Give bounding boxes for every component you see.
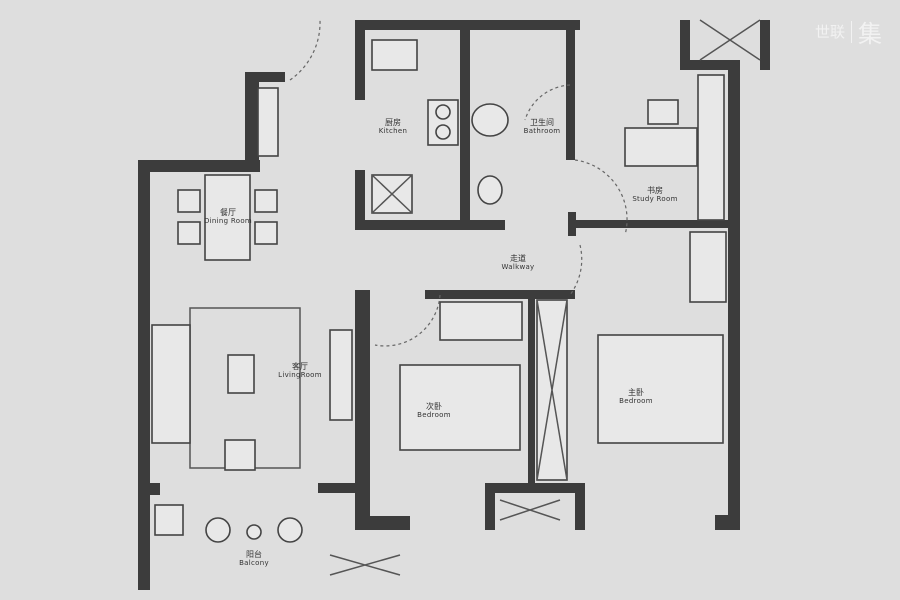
- room-name-cn: 厨房: [385, 118, 401, 127]
- watermark: 世联 集: [815, 14, 882, 49]
- room-name-cn: 书房: [647, 186, 663, 195]
- room-name-en: Bathroom: [523, 127, 561, 136]
- watermark-mark: 集: [858, 20, 882, 48]
- room-name-cn: 走道: [510, 254, 526, 263]
- room-name-en: Bedroom: [417, 411, 451, 420]
- room-name-en: Kitchen: [378, 127, 408, 136]
- walls: [138, 20, 770, 590]
- room-name-cn: 主卧: [628, 388, 644, 397]
- room-name-en: Bedroom: [619, 397, 653, 406]
- room-name-cn: 客厅: [292, 362, 308, 371]
- room-name-cn: 次卧: [426, 402, 442, 411]
- watermark-brand: 世联: [814, 23, 845, 41]
- room-name-en: Study Room: [632, 195, 678, 204]
- fixtures: [151, 19, 761, 576]
- room-name-cn: 阳台: [246, 550, 262, 559]
- room-name-en: Dining Room: [203, 217, 253, 226]
- watermark-divider: [851, 20, 852, 43]
- room-name-cn: 餐厅: [220, 208, 236, 217]
- room-name-en: Walkway: [501, 263, 535, 272]
- room-name-en: LivingRoom: [278, 371, 322, 380]
- room-name-en: Balcony: [239, 559, 269, 568]
- room-name-cn: 卫生间: [530, 118, 554, 127]
